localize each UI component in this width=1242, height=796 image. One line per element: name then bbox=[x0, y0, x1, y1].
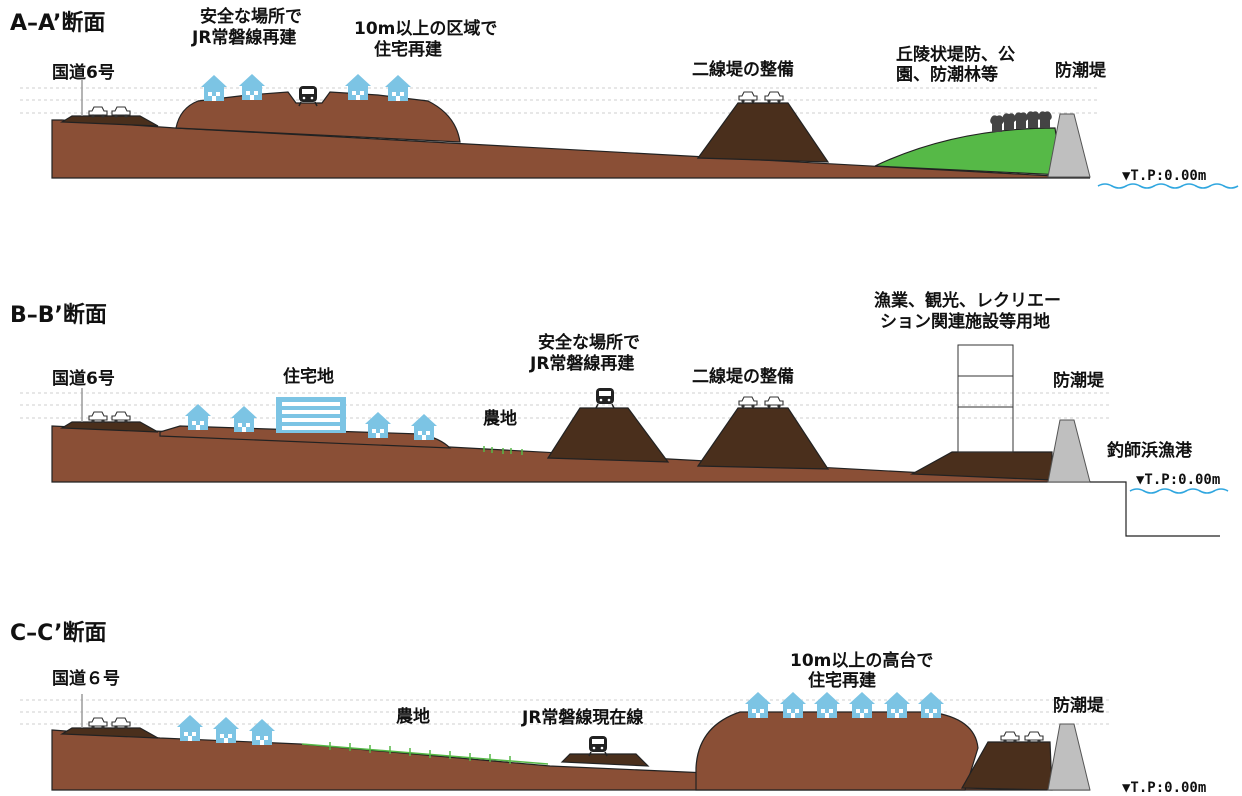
car-icon bbox=[738, 91, 758, 104]
highland-housing-label-line2: 住宅再建 bbox=[808, 670, 876, 691]
building-icon bbox=[276, 397, 346, 433]
highland-housing-label-line1: 10m以上の高台で bbox=[790, 650, 933, 671]
jr-rebuild-label-line1: 安全な場所で bbox=[538, 332, 640, 353]
ground-slope bbox=[51, 729, 1091, 791]
car-icon bbox=[764, 91, 784, 104]
house-icon bbox=[201, 75, 227, 101]
section-a-title: A–A’断面 bbox=[10, 10, 105, 36]
car-icon bbox=[764, 396, 784, 409]
house-icon bbox=[411, 414, 437, 440]
tp-level-label: ▼T.P:0.00m bbox=[1122, 780, 1206, 796]
tp-level-label: ▼T.P:0.00m bbox=[1122, 168, 1206, 184]
facility-use-label-line2: ション関連施設等用地 bbox=[880, 311, 1050, 332]
levee-label: 二線堤の整備 bbox=[692, 59, 794, 80]
seawall-label: 防潮堤 bbox=[1053, 370, 1105, 391]
house-icon bbox=[780, 692, 806, 718]
farmland-label: 農地 bbox=[396, 706, 430, 727]
house-icon bbox=[814, 692, 840, 718]
seawall bbox=[1047, 113, 1091, 178]
tp-level-label: ▼T.P:0.00m bbox=[1136, 472, 1220, 488]
house-icon bbox=[918, 692, 944, 718]
seawall-label: 防潮堤 bbox=[1053, 695, 1105, 716]
house-icon bbox=[884, 692, 910, 718]
car-icon bbox=[111, 411, 131, 424]
raised-housing-hill bbox=[695, 711, 979, 791]
house-icon bbox=[231, 406, 257, 432]
section-c-title: C–C’断面 bbox=[10, 620, 106, 646]
crop-icon bbox=[483, 446, 523, 455]
car-icon bbox=[738, 396, 758, 409]
tree-icon bbox=[1038, 111, 1052, 128]
house-icon bbox=[345, 74, 371, 100]
raised-hill bbox=[175, 91, 461, 143]
ground-slope bbox=[51, 119, 1091, 179]
farmland-surface bbox=[301, 743, 549, 765]
car-icon bbox=[88, 717, 108, 730]
house-icon bbox=[385, 75, 411, 101]
jr-rebuild-label-line2: JR常磐線再建 bbox=[191, 27, 296, 48]
water-line bbox=[1097, 183, 1239, 189]
jr-current-label: JR常磐線現在線 bbox=[521, 707, 643, 728]
route6-embankment bbox=[59, 421, 159, 433]
seawall-label: 防潮堤 bbox=[1055, 60, 1107, 81]
seawall bbox=[1047, 723, 1091, 791]
car-icon bbox=[111, 717, 131, 730]
section-c: C–C’断面 国道６号 農地 bbox=[10, 620, 1206, 796]
tree-icon bbox=[990, 115, 1004, 132]
house-icon bbox=[249, 719, 275, 745]
car-icon bbox=[1024, 731, 1044, 744]
coastal-levee bbox=[960, 741, 1053, 791]
jr-current-track-bed bbox=[560, 753, 650, 767]
jr-embankment bbox=[546, 407, 670, 463]
housing-label-line2: 住宅再建 bbox=[374, 39, 442, 60]
facility-platform bbox=[909, 451, 1053, 481]
residential-label: 住宅地 bbox=[283, 366, 334, 387]
house-icon bbox=[365, 412, 391, 438]
hill-levee-label-line2: 園、防潮林等 bbox=[896, 64, 998, 85]
train-icon bbox=[588, 735, 608, 757]
section-a: A–A’断面 国道6号 安全な場所で JR常磐線再建 10m以上の区域で 住宅再… bbox=[10, 6, 1239, 189]
car-icon bbox=[88, 411, 108, 424]
house-icon bbox=[177, 715, 203, 741]
house-icon bbox=[213, 717, 239, 743]
water-line bbox=[1129, 488, 1229, 494]
route6-label: 国道６号 bbox=[52, 668, 120, 689]
route6-label: 国道6号 bbox=[52, 368, 115, 389]
route6-label: 国道6号 bbox=[52, 62, 115, 83]
hill-levee-park bbox=[874, 127, 1063, 176]
route6-embankment bbox=[59, 115, 159, 127]
hill-levee-label-line1: 丘陵状堤防、公 bbox=[896, 44, 1015, 65]
tree-icon bbox=[1014, 112, 1028, 129]
house-icon bbox=[745, 692, 771, 718]
housing-label-line1: 10m以上の区域で bbox=[354, 18, 497, 39]
port-label: 釣師浜漁港 bbox=[1107, 440, 1193, 461]
secondary-levee bbox=[696, 102, 830, 163]
tree-icon bbox=[1002, 113, 1016, 130]
jr-rebuild-label-line1: 安全な場所で bbox=[200, 6, 302, 27]
levee-label: 二線堤の整備 bbox=[692, 366, 794, 387]
house-icon bbox=[185, 404, 211, 430]
seawall bbox=[1047, 419, 1091, 483]
facility-building-outline bbox=[957, 344, 1014, 453]
port-quay bbox=[1090, 481, 1220, 537]
secondary-levee bbox=[696, 407, 830, 470]
section-b: B–B’断面 bbox=[10, 290, 1229, 537]
house-icon bbox=[849, 692, 875, 718]
route6-embankment bbox=[59, 727, 159, 739]
car-icon bbox=[1000, 731, 1020, 744]
tree-icon bbox=[1026, 111, 1040, 128]
jr-rebuild-label-line2: JR常磐線再建 bbox=[529, 353, 634, 374]
house-icon bbox=[239, 74, 265, 100]
facility-use-label-line1: 漁業、観光、レクリエー bbox=[874, 290, 1061, 311]
section-b-title: B–B’断面 bbox=[10, 302, 107, 328]
farmland-label: 農地 bbox=[483, 408, 517, 429]
crop-icon bbox=[329, 742, 511, 764]
